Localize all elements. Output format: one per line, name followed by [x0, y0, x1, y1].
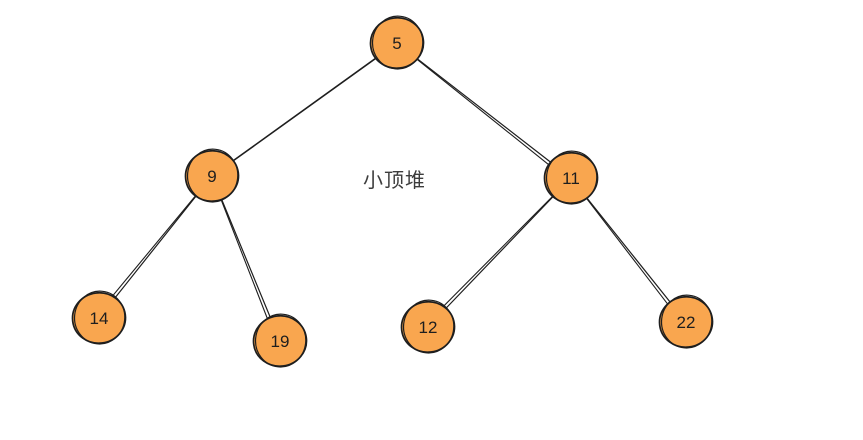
edge-5-9: [229, 57, 377, 164]
tree-node-19: 19: [252, 313, 308, 368]
node-value-9: 9: [207, 167, 216, 186]
tree-node-9: 9: [184, 148, 240, 203]
tree-node-14: 14: [71, 290, 127, 345]
tree-node-22: 22: [658, 294, 714, 349]
tree-node-12: 12: [400, 299, 456, 354]
edge-11-12: [440, 195, 554, 312]
diagram-title: 小顶堆: [363, 170, 426, 192]
node-value-11: 11: [562, 169, 580, 188]
tree-node-5: 5: [369, 15, 425, 70]
edge-9-19: [220, 199, 273, 323]
node-value-19: 19: [271, 332, 290, 351]
edge-5-11: [416, 58, 555, 168]
node-value-12: 12: [419, 318, 438, 337]
node-value-5: 5: [392, 34, 401, 53]
edge-11-22: [586, 197, 673, 308]
tree-node-11: 11: [543, 150, 599, 205]
edge-9-14: [109, 195, 197, 302]
node-value-22: 22: [677, 313, 696, 332]
node-value-14: 14: [90, 309, 109, 328]
